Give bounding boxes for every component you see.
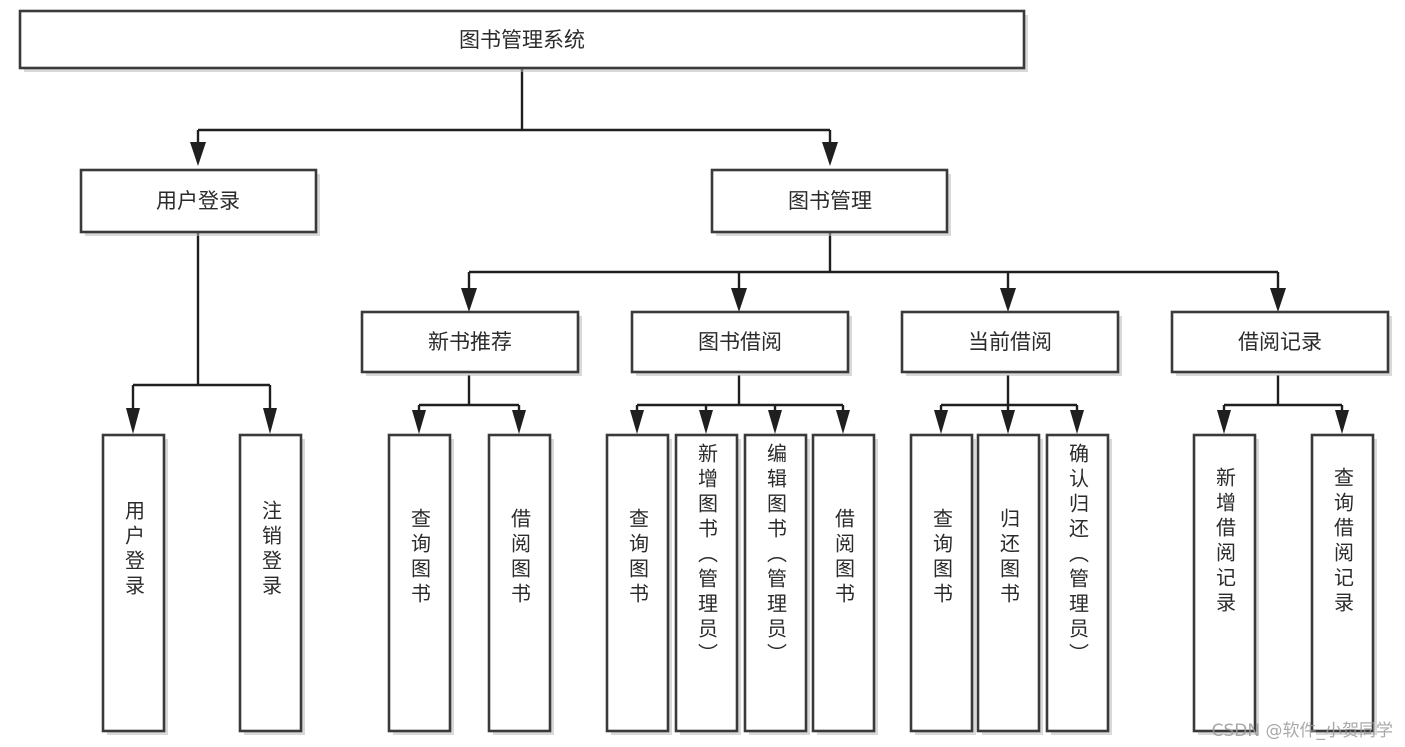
arrowhead-borrow-leaf-1 (630, 410, 644, 434)
level3-node-new-book-recommend-label: 新书推荐 (428, 330, 512, 354)
leaf-box-recommend-query-book[interactable] (387, 433, 452, 733)
leaf-box-logout[interactable] (238, 433, 303, 733)
root-node-label: 图书管理系统 (459, 28, 585, 52)
edges-layer (126, 68, 1349, 434)
arrowhead-new-book-recommend (461, 288, 477, 312)
arrowhead-book-manage (822, 142, 838, 166)
leaf-box-borrow-query-book[interactable] (605, 433, 670, 733)
arrowhead-record-leaf-1 (1217, 410, 1231, 434)
level2-node-book-manage-box[interactable] (710, 168, 949, 234)
level2-node-user-login-label: 用户登录 (156, 189, 240, 213)
arrowhead-leaf-user-login (126, 408, 140, 434)
csdn-watermark: CSDN @软件_小贺同学 (1211, 721, 1393, 741)
level2-node-book-manage-label: 图书管理 (788, 189, 872, 213)
leaf-box-user-login[interactable] (101, 433, 166, 733)
leaf-box-record-add-record[interactable] (1192, 433, 1257, 733)
leaf-box-borrow-borrow-book[interactable] (811, 433, 876, 733)
leaf-box-recommend-borrow-book[interactable] (487, 433, 552, 733)
arrowhead-borrow-leaf-2 (699, 410, 713, 434)
arrowhead-borrow-leaf-3 (768, 410, 782, 434)
level2-node-user-login-box[interactable] (79, 168, 318, 234)
arrowhead-book-borrow (731, 288, 747, 312)
level3-node-borrow-record-box[interactable] (1170, 310, 1390, 374)
arrowhead-borrow-record (1270, 288, 1286, 312)
arrowhead-record-leaf-2 (1335, 410, 1349, 434)
level3-node-borrow-record-label: 借阅记录 (1238, 330, 1322, 354)
nodes-layer: 图书管理系统 用户登录 图书管理 新书推荐 图书借阅 当前借阅 (18, 9, 1392, 735)
level3-node-current-borrow-label: 当前借阅 (968, 330, 1052, 354)
arrowhead-leaf-logout (263, 408, 277, 434)
arrowhead-current-borrow (1000, 288, 1016, 312)
arrowhead-recommend-leaf-2 (512, 410, 526, 434)
level3-node-book-borrow-label: 图书借阅 (698, 330, 782, 354)
leaf-box-record-query-record[interactable] (1310, 433, 1375, 733)
leaf-box-current-confirm-return[interactable] (1045, 433, 1110, 733)
arrowhead-borrow-leaf-4 (836, 410, 850, 434)
arrowhead-current-leaf-1 (934, 410, 948, 434)
leaf-box-current-return-book[interactable] (976, 433, 1041, 733)
leaf-box-borrow-add-book[interactable] (674, 433, 739, 733)
level3-node-current-borrow-box[interactable] (900, 310, 1120, 374)
arrowhead-current-leaf-3 (1070, 410, 1084, 434)
leaf-box-borrow-edit-book[interactable] (743, 433, 808, 733)
leaf-box-current-query-book[interactable] (909, 433, 974, 733)
root-node-box[interactable] (18, 9, 1026, 70)
level3-node-book-borrow-box[interactable] (630, 310, 850, 374)
arrowhead-user-login (190, 142, 206, 166)
arrowhead-current-leaf-2 (1001, 410, 1015, 434)
arrowhead-recommend-leaf-1 (412, 410, 426, 434)
level3-node-new-book-recommend-box[interactable] (360, 310, 580, 374)
